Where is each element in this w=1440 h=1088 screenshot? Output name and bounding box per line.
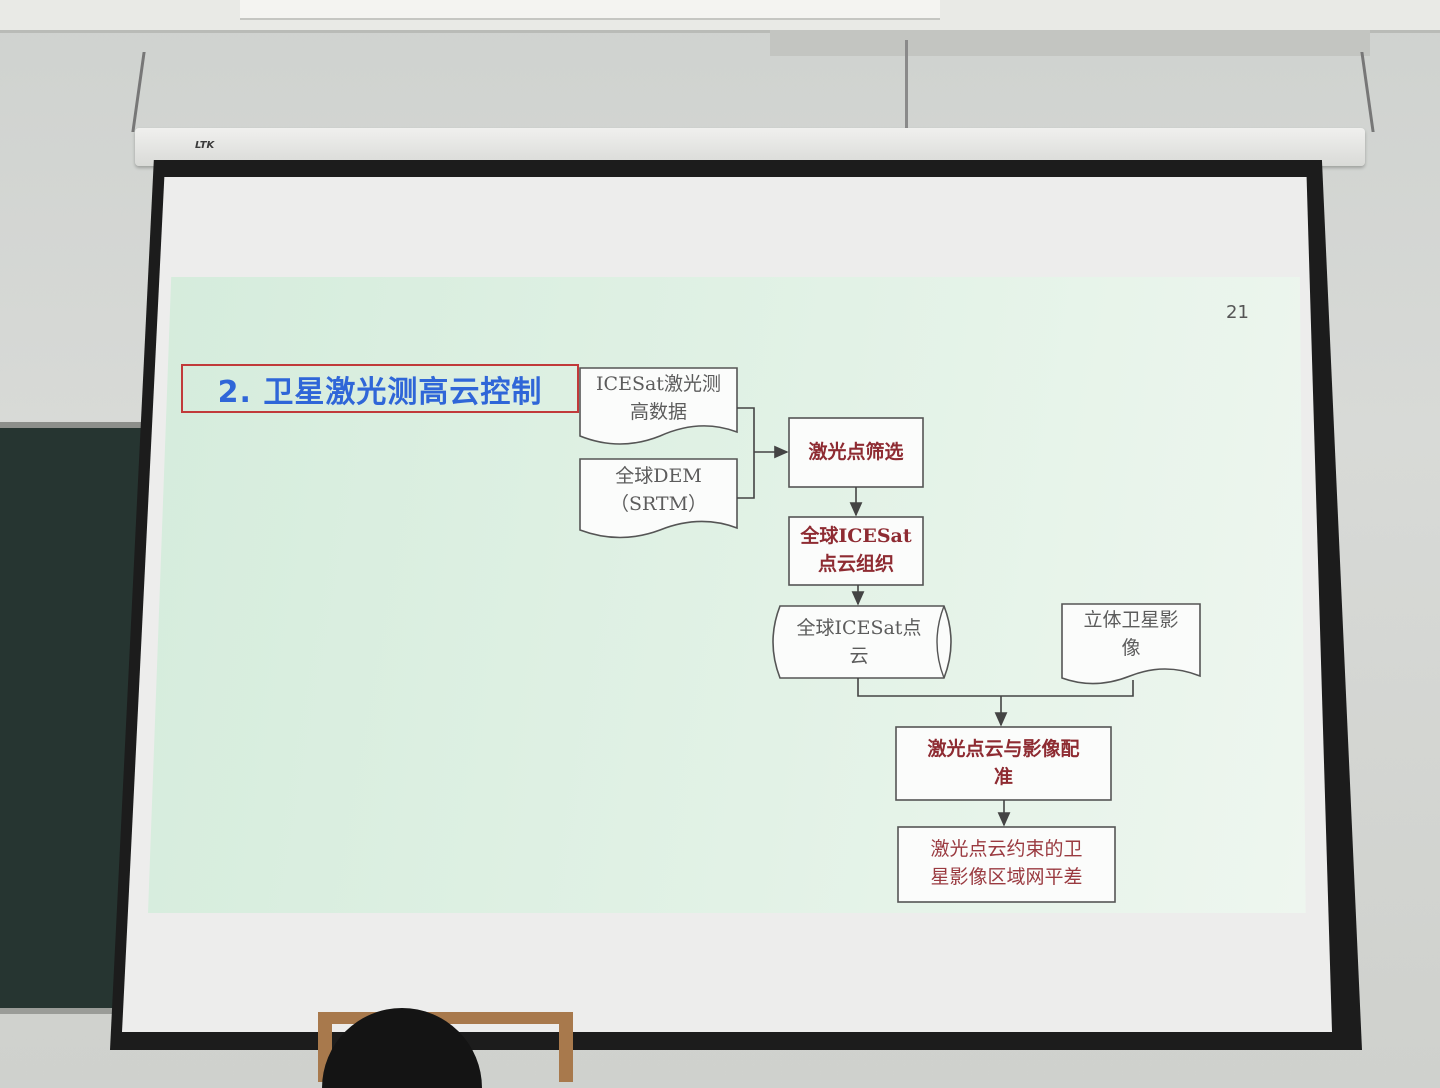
point-cloud-label-line2: 云 (849, 645, 869, 667)
icesat-data-shape (579, 367, 738, 445)
block-adjustment-box (897, 826, 1116, 903)
global-dem-label-line1: 全球DEM (615, 465, 702, 487)
slide-title-box: 2. 卫星激光测高云控制 (181, 364, 579, 413)
point-cloud-org-node: 全球ICESat 点云组织 (789, 522, 923, 578)
stereo-imagery-node: 立体卫星影 像 (1062, 606, 1200, 662)
point-filter-node: 激光点筛选 (789, 438, 923, 466)
registration-box (895, 726, 1112, 801)
block-adjustment-label-line2: 星影像区域网平差 (930, 866, 1083, 888)
point-cloud-org-label-line1: 全球ICESat (800, 525, 912, 547)
projector-screen-case: LTK (135, 128, 1365, 166)
registration-label-line1: 激光点云与影像配 (927, 738, 1080, 760)
stereo-imagery-label-line1: 立体卫星影 (1083, 609, 1179, 631)
icesat-data-node: ICESat激光测 高数据 (580, 370, 737, 426)
stereo-imagery-shape (1061, 603, 1201, 685)
ceiling-bracket (905, 40, 934, 130)
icesat-data-label-line1: ICESat激光测 (596, 373, 721, 395)
point-cloud-node: 全球ICESat点 云 (775, 614, 943, 670)
point-filter-box (788, 417, 924, 488)
point-filter-label: 激光点筛选 (808, 441, 904, 463)
registration-label-line2: 准 (993, 766, 1013, 788)
slide-page-number: 21 (1226, 302, 1249, 323)
point-cloud-org-box (788, 516, 924, 586)
point-cloud-org-label-line2: 点云组织 (817, 553, 894, 575)
ceiling-duct (770, 30, 1370, 56)
screen-brand-logo: LTK (195, 140, 215, 151)
point-cloud-label-line1: 全球ICESat点 (796, 617, 922, 639)
global-dem-shape (579, 458, 738, 539)
stereo-imagery-label-line2: 像 (1121, 637, 1141, 659)
global-dem-node: 全球DEM （SRTM） (580, 462, 737, 518)
block-adjustment-label-line1: 激光点云约束的卫 (930, 838, 1083, 860)
slide-title: 2. 卫星激光测高云控制 (217, 374, 543, 410)
registration-node: 激光点云与影像配 准 (896, 735, 1111, 791)
icesat-data-label-line2: 高数据 (629, 401, 687, 423)
block-adjustment-node: 激光点云约束的卫 星影像区域网平差 (898, 835, 1115, 891)
ceiling-light (240, 0, 940, 20)
global-dem-label-line2: （SRTM） (609, 493, 708, 515)
